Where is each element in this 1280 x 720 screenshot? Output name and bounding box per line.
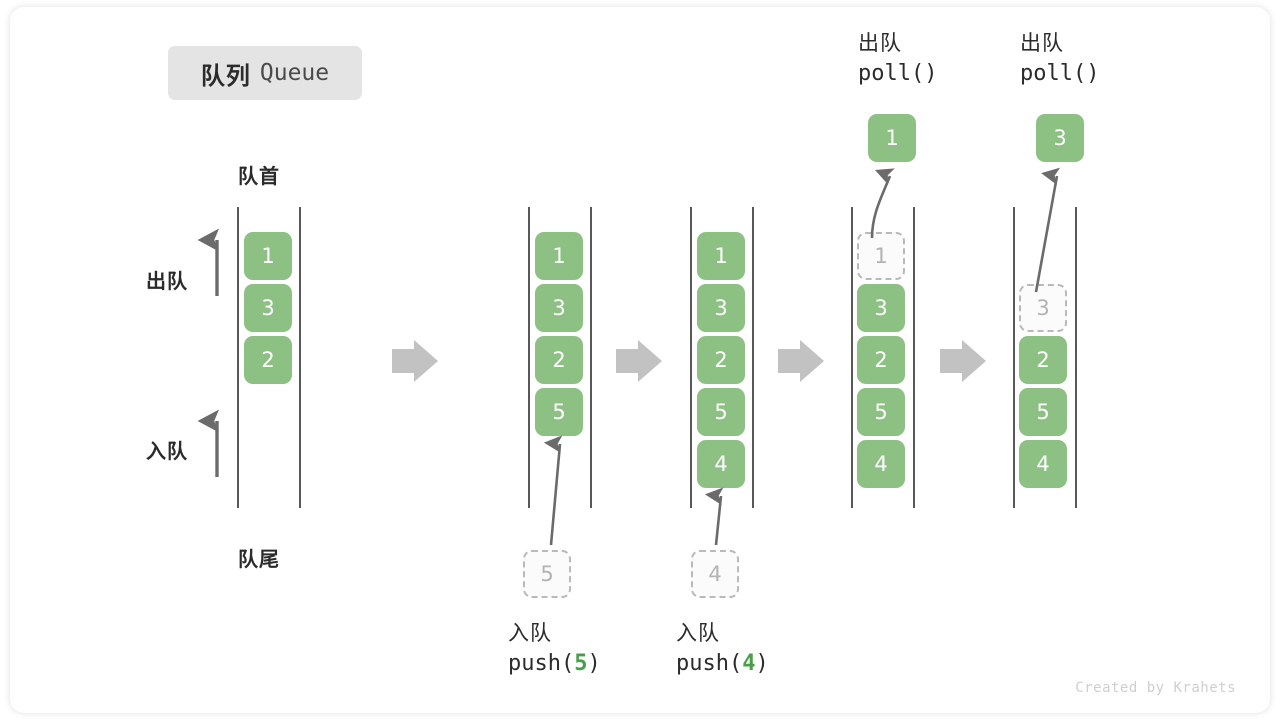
- incoming-ghost-cell: 5: [523, 550, 571, 598]
- queue-cell: 2: [697, 336, 745, 384]
- queue-cell: 5: [857, 388, 905, 436]
- queue-cell: 3: [697, 284, 745, 332]
- poll-1-arrow: [870, 168, 895, 239]
- title-en: Queue: [259, 60, 330, 86]
- label-dequeue: 出队: [146, 271, 188, 293]
- push-4-arrow: [704, 487, 724, 546]
- popped-cell: 1: [868, 114, 916, 162]
- queue-cell: 1: [697, 232, 745, 280]
- title-cn: 队列: [200, 62, 251, 90]
- caption-code: poll(): [1020, 61, 1100, 87]
- caption-poll-3: 出队 poll(): [1020, 30, 1099, 90]
- caption-code: push(5): [508, 651, 601, 677]
- queue-cell: 4: [697, 440, 745, 488]
- queue-cell: 1: [244, 232, 292, 280]
- label-rear: 队尾: [238, 549, 280, 571]
- transition-arrow: [392, 340, 438, 382]
- queue-cell: 2: [857, 336, 905, 384]
- rail-left-col5: [1013, 207, 1015, 508]
- credit-text: Created by Krahets: [1075, 680, 1236, 696]
- label-front: 队首: [238, 166, 280, 188]
- incoming-ghost-cell: 4: [691, 550, 739, 598]
- queue-cell: 1: [535, 232, 583, 280]
- queue-cell: 4: [857, 440, 905, 488]
- caption-push-4: 入队 push(4): [676, 620, 769, 680]
- rail-left-col1: [237, 207, 239, 508]
- outgoing-ghost-cell: 1: [857, 232, 905, 280]
- rail-left-col2: [528, 207, 530, 508]
- push-5-arrow: [543, 435, 563, 546]
- caption-code: poll(): [858, 61, 938, 87]
- caption-poll-1: 出队 poll(): [858, 30, 937, 90]
- caption-cn: 入队: [676, 622, 720, 645]
- queue-cell: 5: [1019, 388, 1067, 436]
- rail-right-col5: [1075, 207, 1077, 508]
- rail-right-col4: [913, 207, 915, 508]
- label-enqueue: 入队: [146, 441, 188, 463]
- transition-arrow: [778, 340, 824, 382]
- rail-left-col4: [851, 207, 853, 508]
- queue-cell: 4: [1019, 440, 1067, 488]
- queue-cell: 2: [244, 336, 292, 384]
- caption-cn: 出队: [1020, 32, 1064, 55]
- popped-cell: 3: [1036, 114, 1084, 162]
- diagram-title-badge: 队列 Queue: [168, 46, 362, 100]
- queue-cell: 5: [535, 388, 583, 436]
- queue-cell: 2: [535, 336, 583, 384]
- rail-right-col1: [299, 207, 301, 508]
- transition-arrow: [616, 340, 662, 382]
- caption-cn: 入队: [508, 622, 552, 645]
- rail-left-col3: [690, 207, 692, 508]
- queue-cell: 3: [244, 284, 292, 332]
- queue-cell: 5: [697, 388, 745, 436]
- rail-right-col2: [590, 207, 592, 508]
- caption-code: push(4): [676, 651, 769, 677]
- transition-arrow: [940, 340, 986, 382]
- poll-3-arrow: [1034, 167, 1061, 293]
- queue-cell: 3: [857, 284, 905, 332]
- queue-cell: 3: [535, 284, 583, 332]
- rail-right-col3: [752, 207, 754, 508]
- caption-push-5: 入队 push(5): [508, 620, 601, 680]
- outgoing-ghost-cell: 3: [1019, 284, 1067, 332]
- queue-cell: 2: [1019, 336, 1067, 384]
- caption-cn: 出队: [858, 32, 902, 55]
